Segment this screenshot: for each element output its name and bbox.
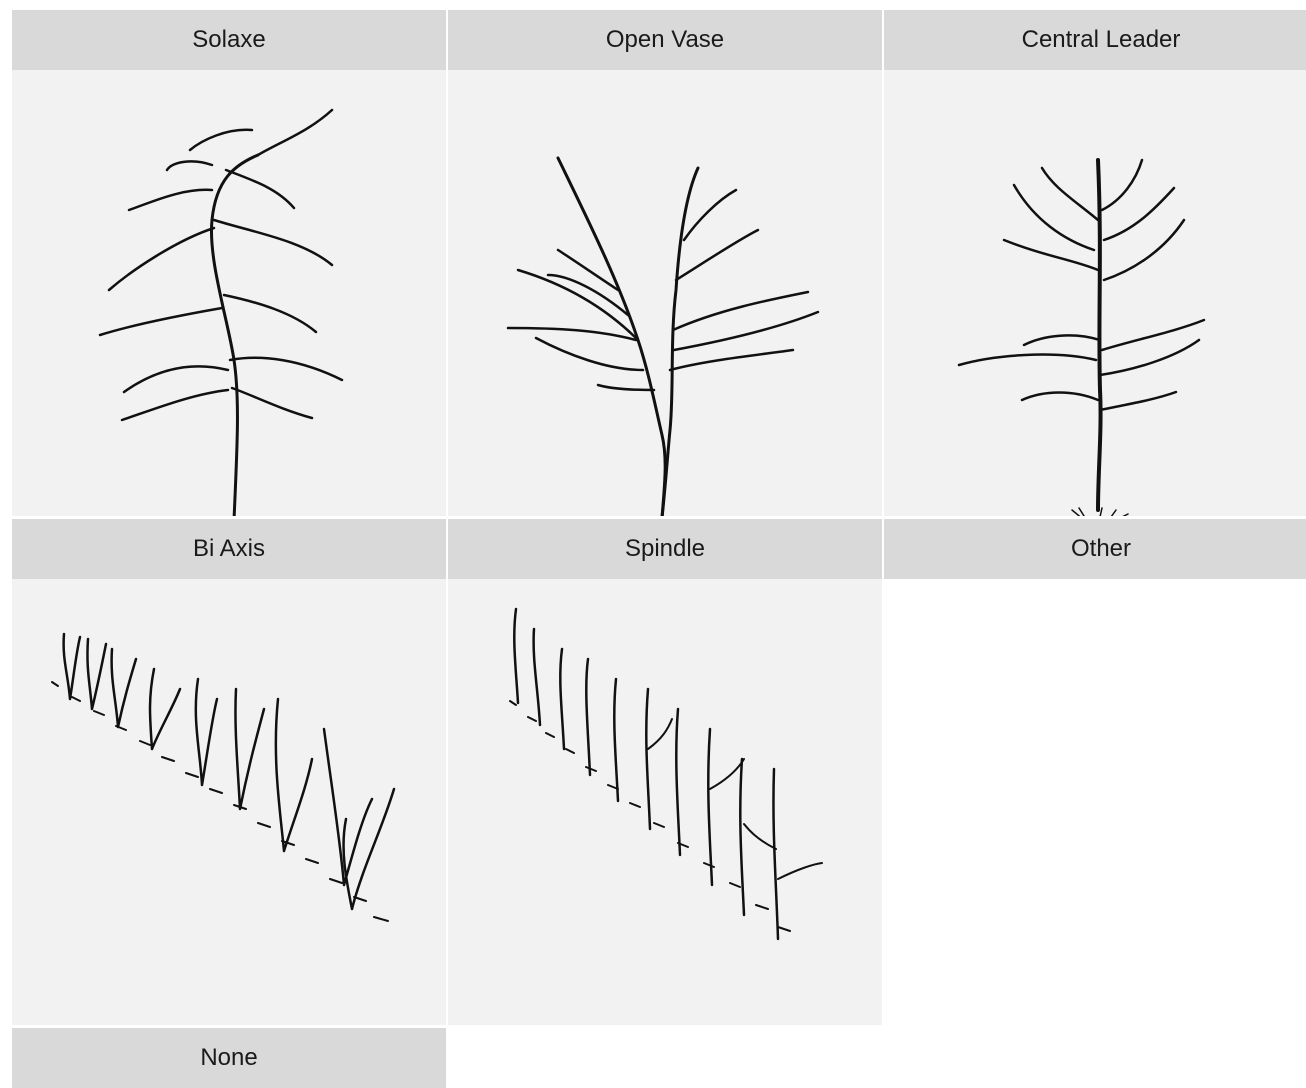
option-other[interactable]: Other [884, 519, 1306, 579]
option-label: None [12, 1028, 446, 1088]
option-label: Central Leader [884, 10, 1306, 70]
option-label: Bi Axis [12, 519, 446, 579]
option-spindle[interactable]: Spindle [448, 519, 882, 1025]
spindle-tree-row-drawing [448, 579, 882, 1025]
option-label: Open Vase [448, 10, 882, 70]
option-label: Solaxe [12, 10, 446, 70]
option-label: Other [884, 519, 1306, 579]
central-leader-tree-drawing [884, 70, 1306, 516]
option-label: Spindle [448, 519, 882, 579]
option-none[interactable]: None [12, 1028, 446, 1088]
option-solaxe[interactable]: Solaxe [12, 10, 446, 516]
open-vase-tree-drawing [448, 70, 882, 516]
solaxe-tree-drawing [12, 70, 446, 516]
option-central-leader[interactable]: Central Leader [884, 10, 1306, 516]
option-open-vase[interactable]: Open Vase [448, 10, 882, 516]
bi-axis-tree-row-drawing [12, 579, 446, 1025]
option-bi-axis[interactable]: Bi Axis [12, 519, 446, 1025]
